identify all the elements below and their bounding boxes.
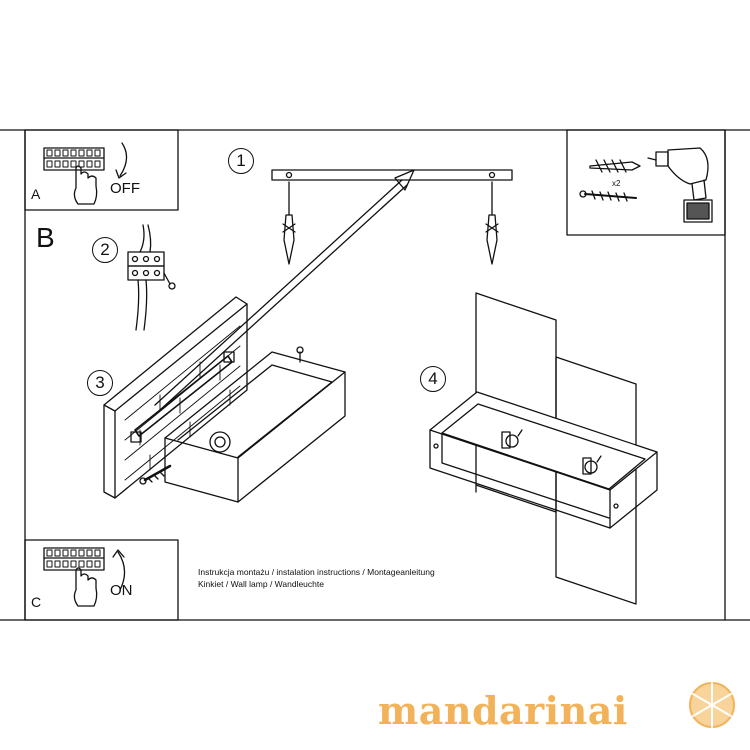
pointer-arrow: [154, 169, 415, 411]
off-label: OFF: [110, 180, 140, 197]
wall-plug-icon: [589, 159, 641, 173]
section-a-box: [24, 129, 179, 211]
quantity-label: x2: [612, 179, 621, 188]
section-c-label: C: [31, 594, 42, 610]
step-number-3: 3: [87, 370, 113, 396]
curved-arrow-icon: [115, 142, 128, 179]
step-3-wall-plate: [103, 296, 248, 499]
step-3-lamp-box: [164, 346, 346, 503]
step-4-assembled-lamp: [429, 292, 658, 605]
curved-arrow-icon: [112, 549, 126, 591]
info-line-1: Instrukcja montażu / instalation instruc…: [198, 567, 435, 577]
wall-plug-icon: [282, 214, 499, 265]
hand-icon: [73, 567, 98, 607]
step-number-1: 1: [228, 148, 254, 174]
screw-icon: [579, 190, 637, 202]
watermark-text: mandarinai: [378, 688, 628, 733]
hand-icon: [73, 165, 98, 205]
frame-lines: [0, 129, 750, 621]
circuit-breaker-icon: [43, 547, 105, 571]
orange-slice-icon: [689, 682, 735, 728]
step-1-mounting-bar: [271, 169, 513, 216]
step-number-4: 4: [420, 366, 446, 392]
section-a-label: A: [31, 186, 41, 202]
tools-box: [566, 129, 726, 236]
step-number-2: 2: [92, 237, 118, 263]
info-line-2: Kinkiet / Wall lamp / Wandleuchte: [198, 579, 324, 589]
on-label: ON: [110, 582, 133, 599]
screw-icon: [139, 464, 172, 485]
power-drill-icon: [647, 147, 713, 223]
circuit-breaker-icon: [43, 147, 105, 171]
section-c-box: [24, 539, 179, 621]
wire-connector-icon: [127, 224, 176, 331]
section-b-label: B: [36, 222, 55, 253]
